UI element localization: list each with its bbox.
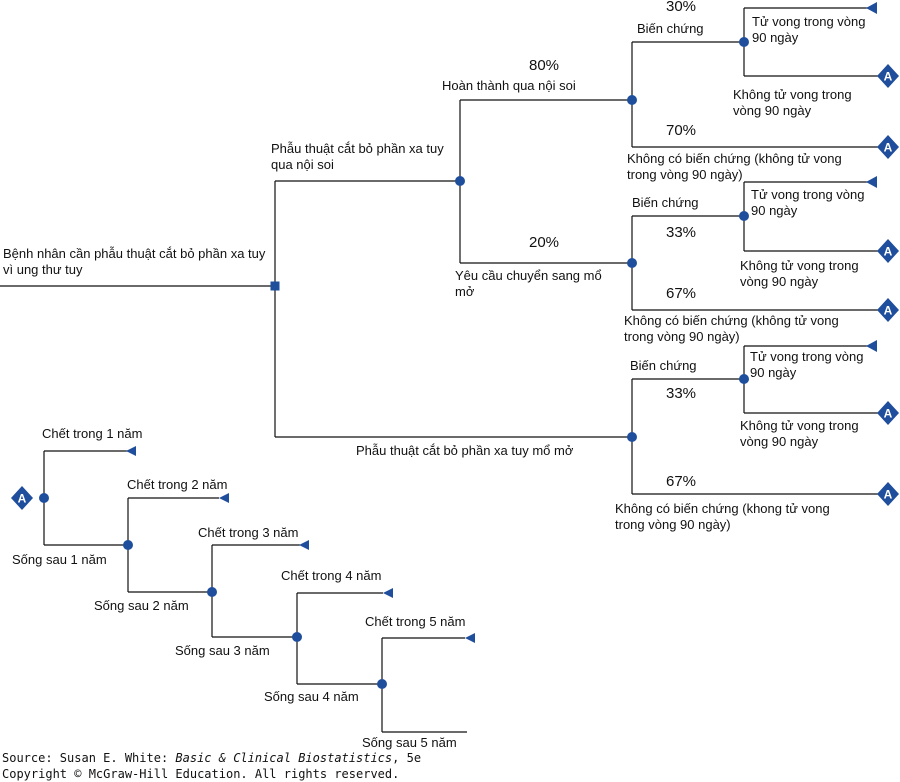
no-complication-label: Không có biến chứng (không tử vong xyxy=(624,313,839,328)
branch-laparoscopic-label: qua nội soi xyxy=(271,157,334,172)
complication-label: Biến chứng xyxy=(637,21,704,36)
no-complication-label: Không có biến chứng (khong tử vong xyxy=(615,501,830,516)
chance-node xyxy=(627,258,637,268)
terminal-a-diamond: A xyxy=(877,298,899,322)
death-year-4-label: Chết trong 4 năm xyxy=(281,568,381,583)
terminal-triangle xyxy=(866,340,877,352)
source-citation: Source: Susan E. White: Basic & Clinical… xyxy=(2,750,421,782)
svg-text:A: A xyxy=(884,407,893,421)
death-year-3-label: Chết trong 3 năm xyxy=(198,525,298,540)
conversion-pct: 20% xyxy=(529,234,559,251)
conversion-label: mở xyxy=(455,284,475,299)
death-90-label: 90 ngày xyxy=(751,203,798,218)
death-year-2-label: Chết trong 2 năm xyxy=(127,477,227,492)
svg-text:A: A xyxy=(18,492,27,506)
no-death-90-label: Không tử vong trong xyxy=(733,87,852,102)
svg-text:A: A xyxy=(884,70,893,84)
chance-node xyxy=(739,374,749,384)
completed-pct: 80% xyxy=(529,57,559,74)
conversion-label: Yêu cầu chuyển sang mổ xyxy=(455,268,602,283)
root-label: Bệnh nhân cần phẫu thuật cắt bỏ phần xa … xyxy=(3,246,266,261)
chance-node xyxy=(627,432,637,442)
chance-node xyxy=(455,176,465,186)
no-complication-label: Không có biến chứng (không tử vong xyxy=(627,151,842,166)
chance-node xyxy=(292,632,302,642)
chance-node xyxy=(207,587,217,597)
no-complication-label: trong vòng 90 ngày) xyxy=(627,167,743,182)
terminal-a-diamond: A xyxy=(877,135,899,159)
terminal-a-diamond: A xyxy=(877,64,899,88)
pct-33: 33% xyxy=(666,385,696,402)
copyright-line: Copyright © McGraw-Hill Education. All r… xyxy=(2,767,400,781)
chance-node xyxy=(377,679,387,689)
no-death-90-label: vòng 90 ngày xyxy=(733,103,812,118)
pct-33: 33% xyxy=(666,224,696,241)
terminal-triangle xyxy=(866,2,877,14)
complication-label: Biến chứng xyxy=(632,195,699,210)
no-death-90-label: Không tử vong trong xyxy=(740,258,859,273)
death-90-label: Tử vong trong vòng xyxy=(750,349,864,364)
chance-node xyxy=(739,211,749,221)
no-complication-label: trong vòng 90 ngày) xyxy=(624,329,740,344)
no-death-90-label: vòng 90 ngày xyxy=(740,434,819,449)
decision-node xyxy=(270,281,280,291)
death-90-label: 90 ngày xyxy=(750,365,797,380)
svg-text:A: A xyxy=(884,141,893,155)
pct-70: 70% xyxy=(666,122,696,139)
terminal-triangle xyxy=(126,446,136,456)
survival-year-4-label: Sống sau 4 năm xyxy=(264,689,359,704)
survival-year-1-label: Sống sau 1 năm xyxy=(12,552,107,567)
terminal-triangle xyxy=(866,176,877,188)
chance-node xyxy=(39,493,49,503)
terminal-triangle xyxy=(219,493,229,503)
death-90-label: Tử vong trong vòng xyxy=(751,187,865,202)
death-90-label: 90 ngày xyxy=(752,30,799,45)
terminal-triangle xyxy=(383,588,393,598)
source-line: Source: Susan E. White: Basic & Clinical… xyxy=(2,751,422,765)
survival-year-5-label: Sống sau 5 năm xyxy=(362,735,457,750)
death-year-5-label: Chết trong 5 năm xyxy=(365,614,465,629)
svg-text:A: A xyxy=(884,304,893,318)
terminal-a-diamond: A xyxy=(877,239,899,263)
source-title: Basic & Clinical Biostatistics xyxy=(175,751,393,765)
death-90-label: Tử vong trong vòng xyxy=(752,14,866,29)
branch-open-label: Phẫu thuật cắt bỏ phần xa tuy mổ mở xyxy=(356,443,574,458)
pct-67: 67% xyxy=(666,285,696,302)
svg-text:A: A xyxy=(884,488,893,502)
root-label: vì ung thư tuy xyxy=(3,262,83,277)
branch-laparoscopic-label: Phẫu thuật cắt bỏ phần xa tuy xyxy=(271,141,444,156)
chance-node xyxy=(123,540,133,550)
chance-node xyxy=(739,37,749,47)
svg-text:A: A xyxy=(884,245,893,259)
terminal-triangle xyxy=(299,540,309,550)
survival-year-3-label: Sống sau 3 năm xyxy=(175,643,270,658)
complication-label: Biến chứng xyxy=(630,358,697,373)
pct-30: 30% xyxy=(666,0,696,15)
no-death-90-label: vòng 90 ngày xyxy=(740,274,819,289)
no-complication-label: trong vòng 90 ngày) xyxy=(615,517,731,532)
terminal-a-diamond: A xyxy=(877,482,899,506)
terminal-a-diamond: A xyxy=(877,401,899,425)
pct-67: 67% xyxy=(666,473,696,490)
chance-node xyxy=(627,95,637,105)
no-death-90-label: Không tử vong trong xyxy=(740,418,859,433)
terminal-triangle xyxy=(465,633,475,643)
survival-year-2-label: Sống sau 2 năm xyxy=(94,598,189,613)
markov-start-a-diamond xyxy=(11,486,33,510)
markov-tree: A Chết trong 1 năm Chết trong 2 năm Chết… xyxy=(11,426,475,750)
completed-laparoscopic-label: Hoàn thành qua nội soi xyxy=(442,78,576,93)
death-year-1-label: Chết trong 1 năm xyxy=(42,426,142,441)
